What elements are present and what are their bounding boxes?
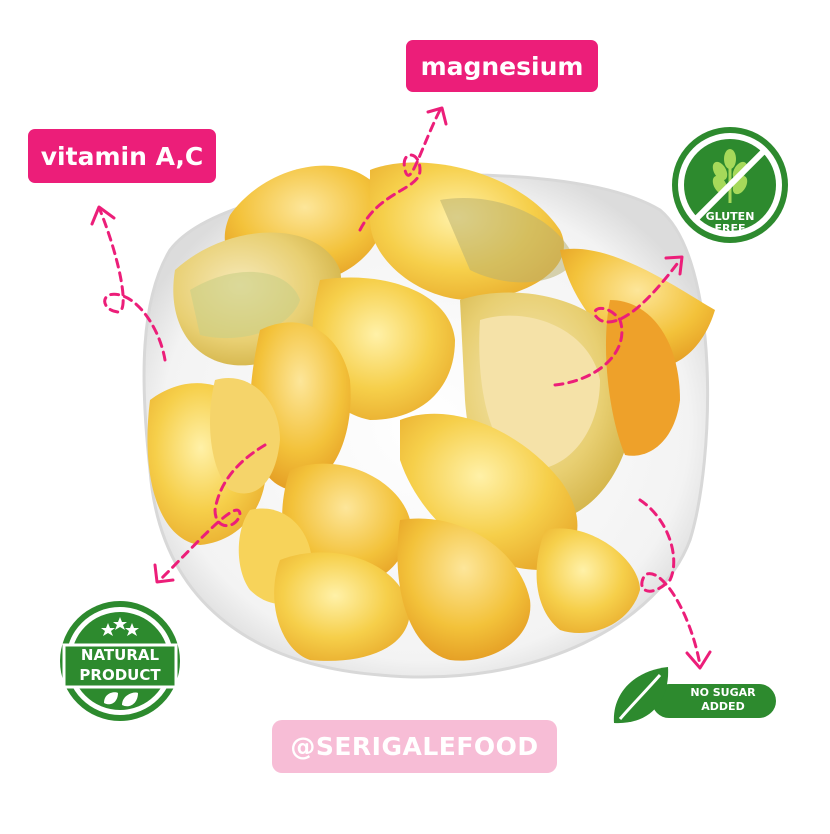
natural-text-1: NATURAL xyxy=(80,646,160,664)
gluten-free-icon xyxy=(672,127,788,243)
brand-handle: @SERIGALEFOOD xyxy=(272,720,557,773)
leaf-icon xyxy=(613,667,776,724)
natural-product-badge: NATURAL PRODUCT xyxy=(58,599,182,723)
no-sugar-added-badge: NO SUGAR ADDED xyxy=(612,665,780,727)
natural-text-2: PRODUCT xyxy=(79,666,161,684)
no-sugar-text-2: ADDED xyxy=(701,700,745,713)
magnesium-label: magnesium xyxy=(406,40,598,92)
arrow-heads xyxy=(90,106,712,670)
vitamin-label: vitamin A,C xyxy=(28,129,216,183)
natural-product-icon xyxy=(60,601,180,721)
gluten-free-text-2: FREE xyxy=(714,222,746,235)
no-sugar-text-1: NO SUGAR xyxy=(690,686,756,699)
gluten-free-badge: GLUTEN FREE xyxy=(668,123,792,247)
pointer-arrows xyxy=(98,108,702,667)
gluten-free-text-1: GLUTEN xyxy=(705,210,755,223)
jackfruit-chips xyxy=(147,162,715,661)
